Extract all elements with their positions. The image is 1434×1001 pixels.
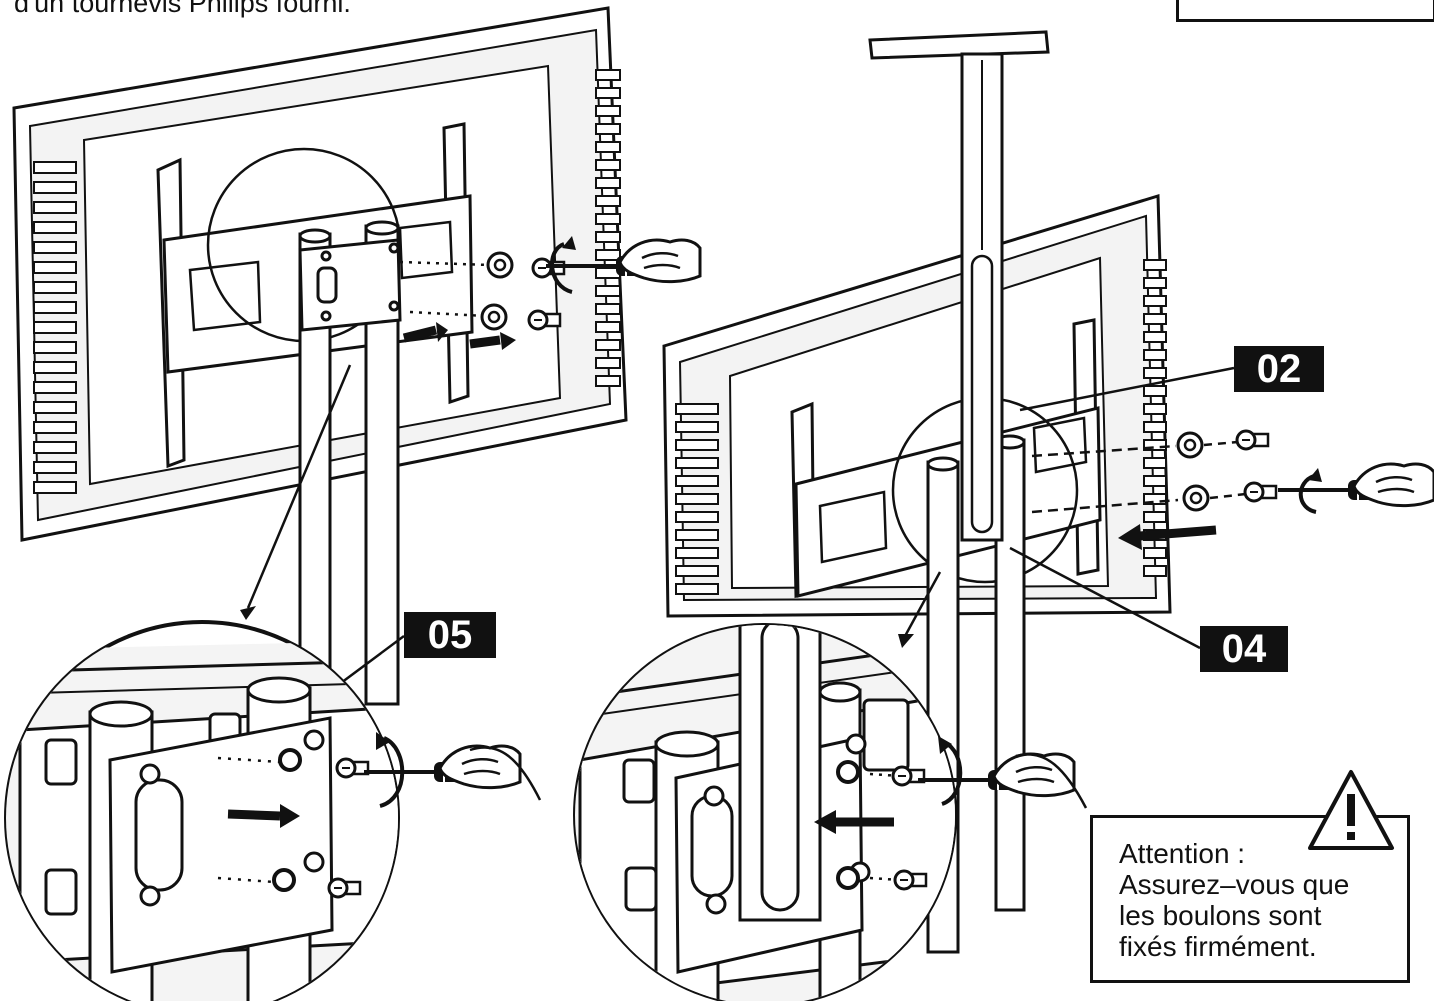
warning-triangle-icon [1308, 770, 1394, 850]
instruction-text: d'un tournevis Philips fourni. [14, 0, 351, 18]
left-fasteners [399, 236, 702, 350]
zoom-circle-right [573, 623, 1088, 1001]
zoom-circle-left [4, 620, 542, 1001]
left-tv [12, 6, 628, 706]
part-label-04: 04 [1200, 626, 1288, 672]
right-fasteners [1031, 429, 1434, 550]
note-line-4: fixés firmément. [1119, 931, 1317, 962]
part-label-02: 02 [1234, 346, 1324, 392]
note-line-1: Attention : [1119, 838, 1246, 869]
header-box [1176, 0, 1434, 22]
note-line-3: les boulons sont [1119, 900, 1322, 931]
part-label-05: 05 [404, 612, 496, 658]
right-tv [662, 30, 1172, 954]
attention-text: Attention : Assurez–vous que les boulons… [1119, 838, 1349, 962]
note-line-2: Assurez–vous que [1119, 869, 1350, 900]
